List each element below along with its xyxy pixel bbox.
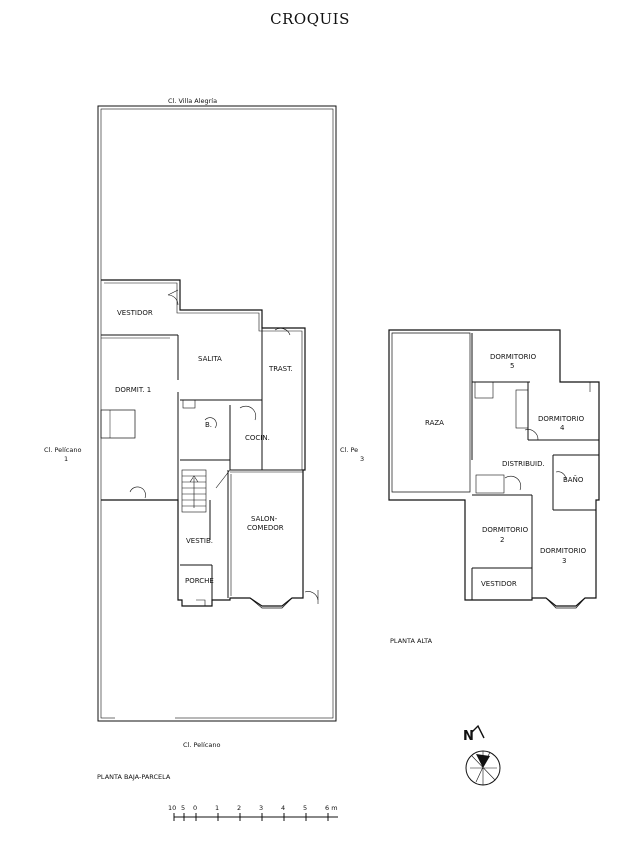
plan-label-alta: PLANTA ALTA xyxy=(390,637,433,645)
room-salon-line2: COMEDOR xyxy=(247,524,284,532)
terrace-inner xyxy=(391,332,471,493)
street-left-number: 1 xyxy=(64,455,68,463)
room-salita: SALITA xyxy=(198,355,222,363)
scale-tick-label: 3 xyxy=(259,804,263,812)
room-vestib: VESTIB. xyxy=(186,537,213,545)
scale-tick-label: 6 m xyxy=(325,804,338,812)
room-vestidor-upper: VESTIDOR xyxy=(481,580,517,588)
scale-tick-label: 0 xyxy=(193,804,197,812)
street-top: Cl. Villa Alegría xyxy=(168,97,217,105)
ground-floor-plan xyxy=(97,105,337,722)
room-dormit-1: DORMIT. 1 xyxy=(115,386,151,394)
scale-tick-label: 4 xyxy=(281,804,285,812)
north-label: N xyxy=(463,729,474,744)
street-right-number: 3 xyxy=(360,455,364,463)
room-dorm5-number: 5 xyxy=(510,362,514,370)
room-dorm5-name: DORMITORIO xyxy=(490,353,537,361)
scale-tick-label: 5 xyxy=(303,804,307,812)
street-bottom: Cl. Pelícano xyxy=(183,741,220,749)
scale-bar-labels: 10 5 0 1 2 3 4 5 6 m xyxy=(168,804,338,812)
scale-tick-label: 10 xyxy=(168,804,176,812)
upper-floor-outline xyxy=(388,329,600,607)
ground-floor-labels: Cl. Villa Alegría Cl. Pelícano 1 Cl. Pe … xyxy=(44,97,364,781)
room-dorm4-name: DORMITORIO xyxy=(538,415,585,423)
room-dorm3-name: DORMITORIO xyxy=(540,547,587,555)
room-dorm2-name: DORMITORIO xyxy=(482,526,529,534)
room-bano-upper: BAÑO xyxy=(563,475,584,484)
room-cocina: COCIN. xyxy=(245,434,270,442)
north-arrow xyxy=(465,724,501,786)
parcel-outline xyxy=(97,105,337,722)
house-outline xyxy=(101,279,306,607)
dormitorio-window xyxy=(100,409,136,439)
plan-label-baja: PLANTA BAJA-PARCELA xyxy=(97,773,171,781)
room-bano: B. xyxy=(205,421,212,429)
room-dorm3-number: 3 xyxy=(562,557,566,565)
room-trast: TRAST. xyxy=(268,365,293,373)
scale-tick-label: 1 xyxy=(215,804,219,812)
street-right-name: Cl. Pe xyxy=(340,446,358,454)
stairs xyxy=(181,469,207,513)
scale-tick-label: 5 xyxy=(181,804,185,812)
room-distribuid: DISTRIBUID. xyxy=(502,460,545,468)
room-terraza: RAZA xyxy=(425,419,444,427)
room-salon-line1: SALON- xyxy=(251,515,278,523)
scale-tick-label: 2 xyxy=(237,804,241,812)
street-left-name: Cl. Pelícano xyxy=(44,446,81,454)
page-title: CROQUIS xyxy=(270,10,350,28)
room-dorm2-number: 2 xyxy=(500,536,504,544)
room-vestidor: VESTIDOR xyxy=(117,309,153,317)
scale-bar xyxy=(173,813,338,821)
room-porche: PORCHE xyxy=(185,577,214,585)
parcel-inner-outline xyxy=(100,108,334,719)
upper-floor-plan xyxy=(388,329,600,609)
upper-floor-labels: RAZA DORMITORIO 5 DORMITORIO 4 DISTRIBUI… xyxy=(390,353,587,645)
room-dorm4-number: 4 xyxy=(560,424,565,432)
